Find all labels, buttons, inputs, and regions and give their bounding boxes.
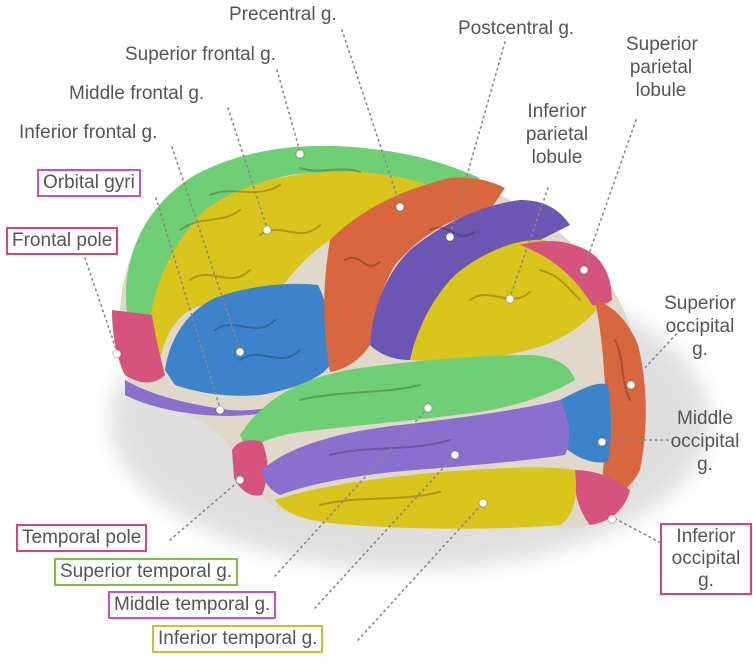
label-middle-occipital-line-2: occipital [660,430,750,453]
label-superior-parietal: Superior parietal lobule [626,33,696,102]
label-middle-frontal: Middle frontal g. [69,82,204,105]
label-postcentral: Postcentral g. [458,17,574,40]
label-middle-occipital: Middle occipital g. [660,407,750,476]
label-superior-parietal-line-1: Superior [626,33,696,56]
label-superior-parietal-line-2: parietal [626,56,696,79]
label-middle-temporal: Middle temporal g. [108,591,276,619]
label-frontal-pole: Frontal pole [6,227,118,255]
label-inferior-temporal: Inferior temporal g. [152,625,323,653]
label-inferior-occipital-line-3: g. [666,570,746,592]
label-middle-occipital-line-3: g. [660,453,750,476]
label-inferior-parietal-line-3: lobule [517,146,597,169]
label-inferior-parietal: Inferior parietal lobule [517,100,597,169]
label-superior-parietal-line-3: lobule [626,79,696,102]
label-superior-frontal: Superior frontal g. [125,43,276,66]
label-orbital-gyri: Orbital gyri [37,169,141,197]
label-superior-occipital-line-3: g. [650,338,750,361]
label-superior-occipital-line-2: occipital [650,315,750,338]
label-inferior-occipital: Inferior occipital g. [660,523,752,595]
label-temporal-pole: Temporal pole [16,524,147,552]
label-precentral: Precentral g. [229,3,337,26]
label-middle-occipital-line-1: Middle [660,407,750,430]
label-superior-occipital: Superior occipital g. [650,292,750,361]
label-inferior-occipital-line-1: Inferior [666,526,746,548]
label-superior-occipital-line-1: Superior [650,292,750,315]
label-inferior-frontal: Inferior frontal g. [19,121,157,144]
label-inferior-occipital-line-2: occipital [666,548,746,570]
label-inferior-parietal-line-1: Inferior [517,100,597,123]
label-inferior-parietal-line-2: parietal [517,123,597,146]
label-superior-temporal: Superior temporal g. [54,558,238,586]
